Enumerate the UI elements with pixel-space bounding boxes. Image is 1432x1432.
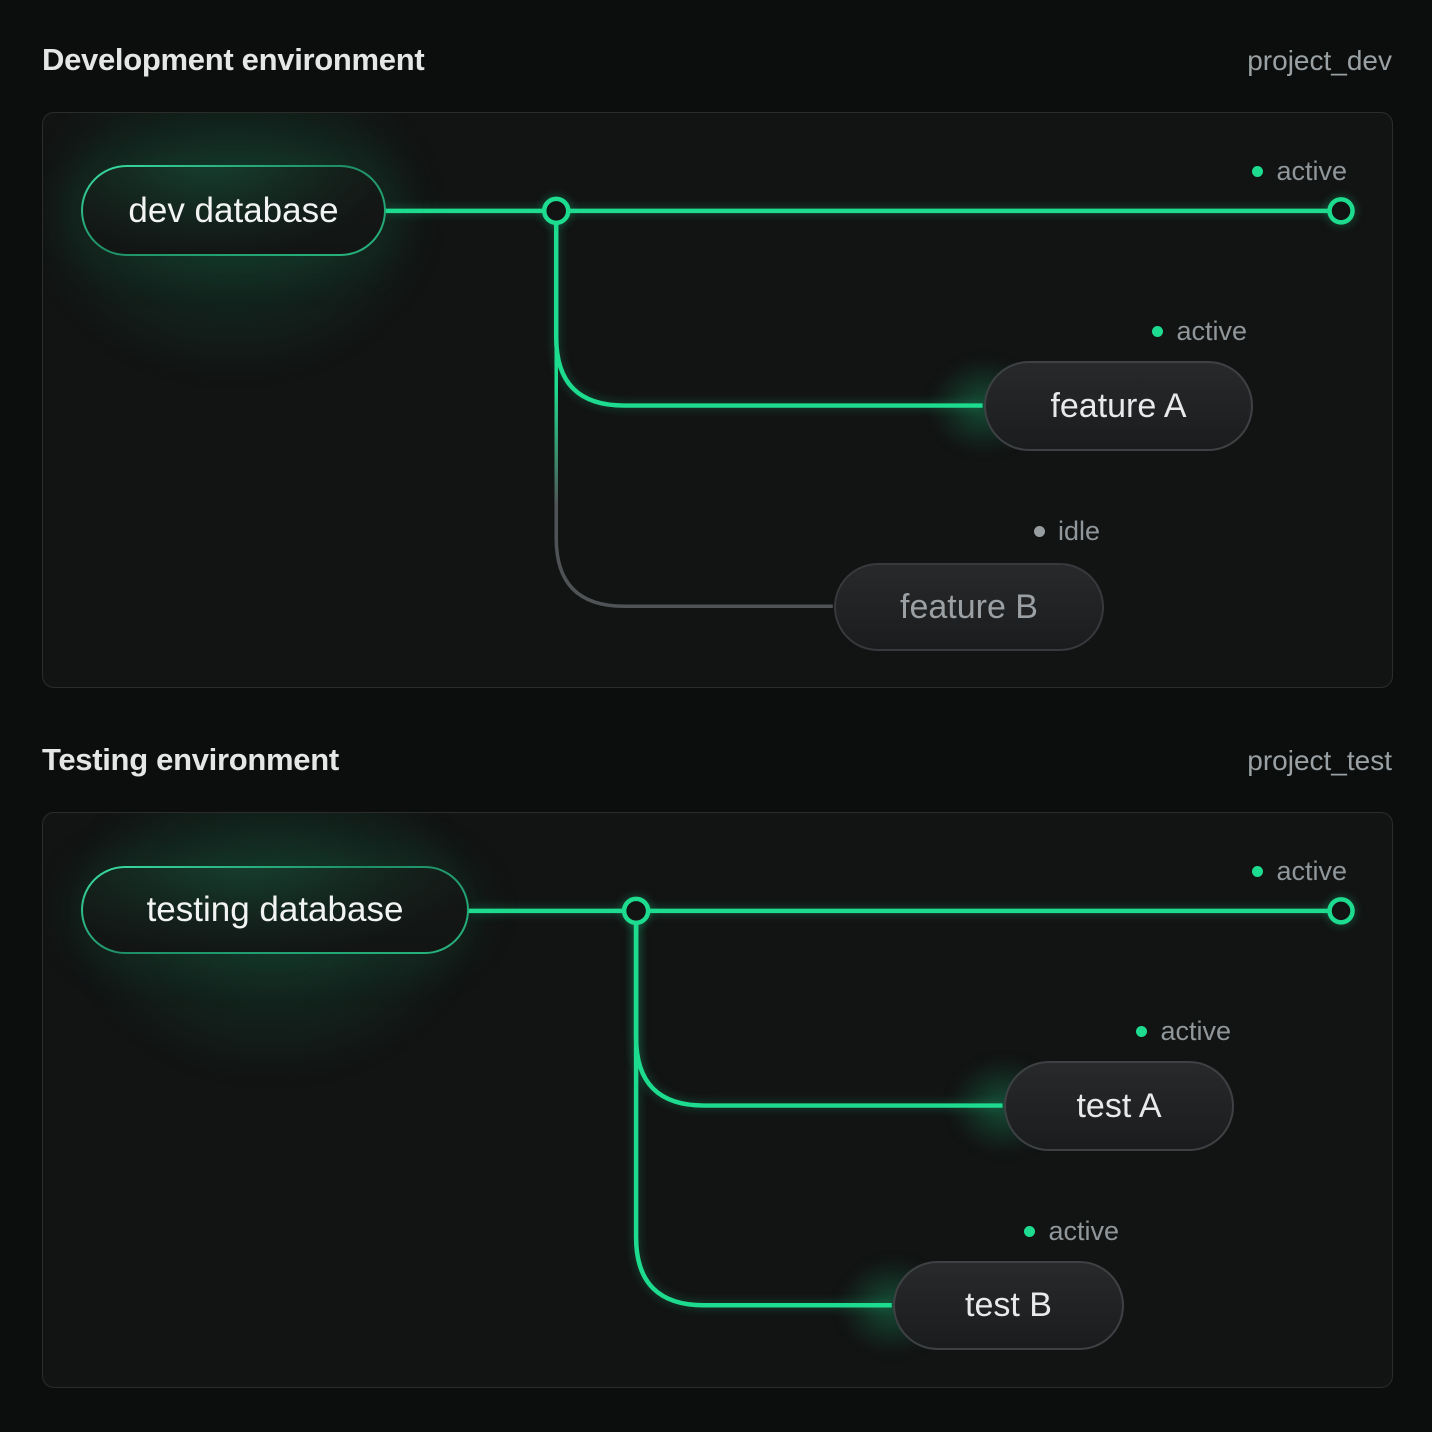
status-label: active <box>1276 156 1347 186</box>
dev-project-label: project_dev <box>1247 45 1392 76</box>
feature-b-branch-line <box>554 210 833 609</box>
feature-b-node[interactable]: feature B <box>834 563 1104 651</box>
test-a-node[interactable]: test A <box>1004 1061 1234 1151</box>
main-branch-head-ring <box>1327 897 1355 925</box>
feature-a-node[interactable]: feature A <box>984 361 1253 451</box>
active-status-dot-icon <box>1024 1225 1036 1237</box>
test-project-label: project_test <box>1247 745 1392 776</box>
test-b-node[interactable]: test B <box>893 1261 1124 1350</box>
dev-section-title: Development environment <box>42 42 425 77</box>
test-branch-panel: testing database active active test A ac… <box>42 812 1393 1388</box>
test-a-label: test A <box>1076 1086 1162 1125</box>
status-label: active <box>1048 1216 1119 1246</box>
main-branch-head-ring <box>1327 197 1355 225</box>
status-label: active <box>1276 856 1347 886</box>
feature-a-branch-line <box>553 210 983 408</box>
dev-section-header: Development environment project_dev <box>42 42 1392 78</box>
main-branch-status-badge: active <box>1252 156 1347 186</box>
main-branch-status-badge: active <box>1252 856 1347 886</box>
dev-database-node[interactable]: dev database <box>81 165 386 256</box>
idle-status-dot-icon <box>1033 525 1045 537</box>
test-branch-graph <box>468 896 1355 1308</box>
status-label: active <box>1176 316 1247 346</box>
branch-junction-ring <box>621 896 651 926</box>
dev-branch-graph <box>385 196 1355 609</box>
testing-database-label: testing database <box>146 890 404 929</box>
test-section-title: Testing environment <box>42 742 339 777</box>
test-b-status-badge: active <box>1024 1216 1119 1246</box>
test-b-branch-line <box>633 910 892 1308</box>
feature-a-label: feature A <box>1050 386 1187 425</box>
test-a-branch-line <box>633 910 1003 1108</box>
active-status-dot-icon <box>1136 1025 1148 1037</box>
feature-b-label: feature B <box>900 587 1038 626</box>
feature-a-status-badge: active <box>1152 316 1247 346</box>
active-status-dot-icon <box>1152 325 1164 337</box>
dev-database-label: dev database <box>128 190 339 230</box>
active-status-dot-icon <box>1252 165 1264 177</box>
test-section-header: Testing environment project_test <box>42 742 1392 778</box>
dev-branch-panel: dev database active active feature A idl… <box>42 112 1393 688</box>
testing-database-node[interactable]: testing database <box>81 866 469 954</box>
branch-junction-ring <box>541 196 571 226</box>
feature-b-status-badge: idle <box>1033 516 1100 546</box>
test-b-label: test B <box>965 1286 1052 1324</box>
status-label: active <box>1160 1016 1231 1046</box>
test-a-status-badge: active <box>1136 1016 1231 1046</box>
status-label: idle <box>1057 516 1100 546</box>
active-status-dot-icon <box>1252 865 1264 877</box>
